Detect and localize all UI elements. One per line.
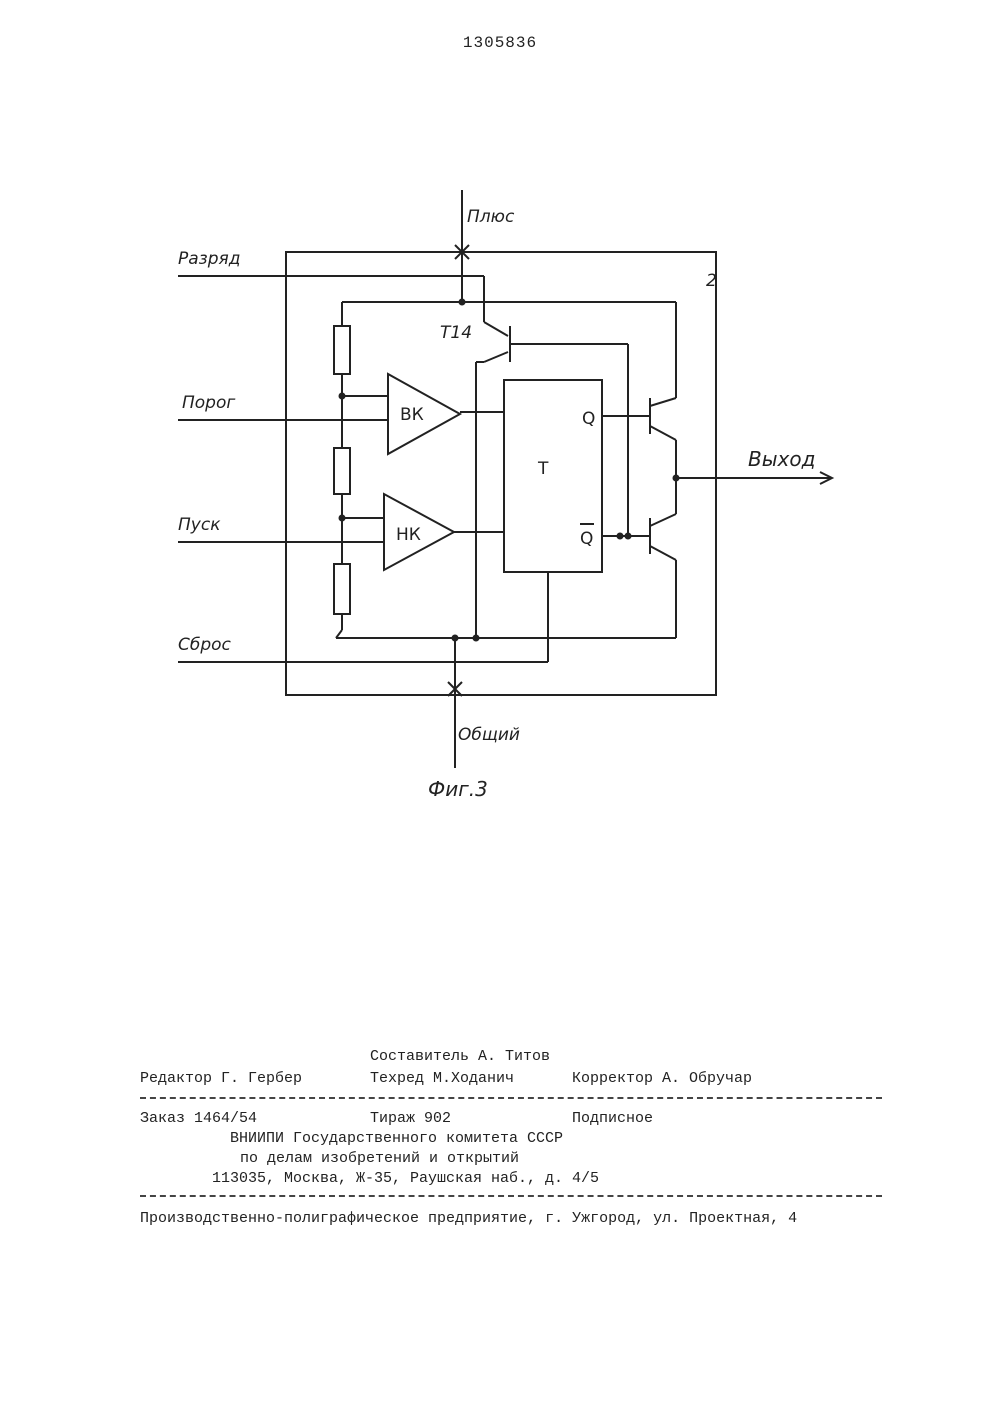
divider-2 <box>140 1195 882 1197</box>
resistor-2 <box>334 448 350 494</box>
label-discharge: Разряд <box>178 249 240 269</box>
resistor-3 <box>334 564 350 614</box>
address: 113035, Москва, Ж-35, Раушская наб., д. … <box>212 1170 599 1187</box>
resistor-1 <box>334 326 350 374</box>
corrector: Корректор А. Обручар <box>572 1070 752 1087</box>
label-reset: Сброс <box>178 635 232 655</box>
label-common: Общий <box>458 725 520 745</box>
comparator-high <box>388 374 460 454</box>
label-trigger: Пуск <box>178 515 221 535</box>
flipflop-label: T <box>537 459 549 479</box>
printer: Производственно-полиграфическое предприя… <box>140 1210 797 1227</box>
label-threshold: Порог <box>182 393 235 413</box>
order: Заказ 1464/54 <box>140 1110 257 1127</box>
figure-caption: Фиг.3 <box>428 777 488 801</box>
org-line-1: ВНИИПИ Государственного комитета СССР <box>230 1130 563 1147</box>
transistor-label: Т14 <box>440 323 472 343</box>
compiler: Составитель А. Титов <box>370 1048 550 1065</box>
editor: Редактор Г. Гербер <box>140 1070 302 1087</box>
divider-1 <box>140 1097 882 1099</box>
flipflop-qbar: Q <box>580 529 593 549</box>
org-line-2: по делам изобретений и открытий <box>240 1150 519 1167</box>
label-output: Выход <box>748 447 815 471</box>
techred: Техред М.Ходанич <box>370 1070 514 1087</box>
circuit-diagram: 2 Плюс Общий ВК НК Разряд Порог Пуск Сбр… <box>0 0 1000 900</box>
block-number: 2 <box>706 271 717 291</box>
circulation: Тираж 902 <box>370 1110 451 1127</box>
comparator-high-label: ВК <box>400 405 424 425</box>
flipflop-q: Q <box>582 409 595 429</box>
subscription: Подписное <box>572 1110 653 1127</box>
comparator-low-label: НК <box>396 525 421 545</box>
label-plus: Плюс <box>467 207 515 227</box>
